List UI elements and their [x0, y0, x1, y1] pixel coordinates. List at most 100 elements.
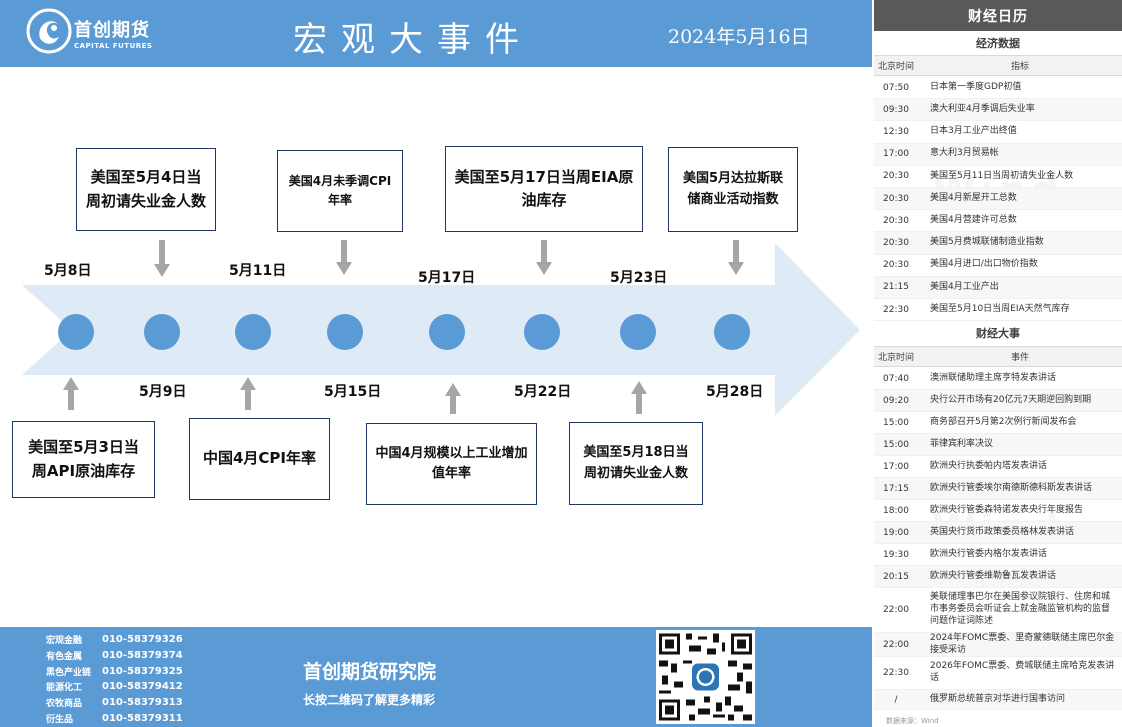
row-time: /: [894, 694, 898, 705]
header-bar: 首创期货 CAPITAL FUTURES 宏观大事件 2024年5月16日: [0, 0, 872, 67]
row-text: 美国至5月10日当周EIA天然气库存: [930, 303, 1070, 314]
date-label-top-1: 5月8日: [44, 263, 92, 279]
row-time: 20:30: [883, 171, 909, 182]
company-logo: 首创期货 CAPITAL FUTURES: [22, 6, 162, 62]
connector-arrows-bottom: [63, 377, 647, 414]
contact-phone: 010-58379313: [102, 697, 183, 709]
event-box-bottom-3: 中国4月规模以上工业增加值年率: [366, 423, 537, 505]
row-text: 澳洲联储助理主席亨特发表讲话: [930, 372, 1057, 383]
row-time: 07:40: [883, 373, 909, 384]
timeline-node: [58, 314, 94, 350]
row-time: 20:30: [883, 260, 909, 271]
contact-row: 黑色产业链 010-58379325: [46, 663, 183, 679]
row-text: 美国4月新屋开工总数: [930, 192, 1017, 203]
row-text: 美国5月费城联储制造业指数: [930, 237, 1044, 248]
date-label-bottom-4: 5月28日: [706, 384, 764, 400]
page-title: 宏观大事件: [293, 20, 533, 60]
timeline-node: [620, 314, 656, 350]
header-indicator: 指标: [1010, 62, 1029, 72]
contact-phone: 010-58379326: [102, 634, 183, 646]
contact-dept: 有色金属: [46, 652, 83, 663]
row-text: 俄罗斯总统普京对华进行国事访问: [930, 693, 1066, 704]
row-time: 21:15: [883, 282, 909, 293]
row-text: 美国4月工业产出: [930, 281, 999, 292]
event-text: 美国至5月3日当周API原油库存: [28, 438, 139, 480]
row-text: 央行公开市场有20亿元7天期逆回购到期: [930, 394, 1092, 405]
calendar-title: 财经日历: [874, 0, 1122, 31]
timeline-node: [524, 314, 560, 350]
row-time: 19:00: [883, 527, 909, 538]
timeline-node: [144, 314, 180, 350]
logo-subtitle: CAPITAL FUTURES: [74, 42, 153, 50]
contact-phone: 010-58379311: [102, 712, 183, 724]
row-time: 20:30: [883, 193, 909, 204]
event-box-top-2: 美国4月未季调CPI年率: [277, 150, 403, 232]
row-time: 09:20: [883, 395, 909, 406]
table-row: 21:15 美国4月工业产出: [874, 276, 1122, 299]
table-row: / 俄罗斯总统普京对华进行国事访问: [874, 690, 1122, 710]
table-row: 20:30 美国4月进口/出口物价指数: [874, 255, 1122, 277]
qr-code-icon[interactable]: [656, 630, 755, 724]
event-text: 美国至5月17日当周EIA原油库存: [454, 167, 634, 209]
row-text: 英国央行货币政策委员格林发表讲话: [930, 526, 1075, 537]
date-label-top-2: 5月11日: [229, 263, 287, 279]
row-text: 澳大利亚4月季调后失业率: [930, 103, 1035, 114]
row-text: 商务部召开5月第2次例行新闻发布会: [930, 416, 1077, 427]
row-text: 美国至5月11日当周初请失业金人数: [930, 170, 1074, 181]
event-text: 中国4月规模以上工业增加值年率: [375, 445, 528, 481]
row-text: 美国4月进口/出口物价指数: [930, 259, 1038, 270]
timeline-node: [714, 314, 750, 350]
contact-list: 宏观金融 010-58379326 有色金属 010-58379374 黑色产业链 0…: [46, 632, 183, 726]
row-text: 美国4月营建许可总数: [930, 214, 1017, 225]
contact-row: 宏观金融 010-58379326: [46, 632, 183, 648]
event-text: 中国4月CPI年率: [202, 449, 317, 468]
econ-table-header: 北京时间 指标: [874, 55, 1122, 76]
contact-row: 有色金属 010-58379374: [46, 648, 183, 664]
row-text: 日本第一季度GDP初值: [930, 81, 1022, 92]
row-text: 欧洲央行管委内格尔发表讲话: [930, 548, 1048, 559]
logo-name: 首创期货: [74, 20, 150, 41]
contact-phone: 010-58379374: [102, 650, 183, 662]
econ-data-section-title: 经济数据: [976, 37, 1020, 50]
page-date: 2024年5月16日: [668, 26, 810, 48]
row-time: 15:00: [883, 439, 909, 450]
date-label-top-4: 5月23日: [610, 270, 668, 286]
event-table-header: 北京时间 事件: [874, 346, 1122, 367]
row-text: 欧洲央行管委森特诺发表央行年度报告: [930, 504, 1084, 515]
date-label-top-3: 5月17日: [418, 270, 476, 286]
connector-arrows-top: [154, 240, 744, 277]
event-box-bottom-1: 美国至5月3日当周API原油库存: [12, 421, 155, 498]
row-text: 2024年FOMC票委、里奇蒙德联储主席巴尔金接受采访: [930, 632, 1115, 655]
timeline-node: [327, 314, 363, 350]
contact-dept: 黑色产业链: [46, 667, 92, 678]
institute-slogan: 长按二维码了解更多精彩: [303, 693, 436, 707]
logo-mark-icon: [26, 8, 72, 54]
table-row: 20:30 美国至5月11日当周初请失业金人数: [874, 166, 1122, 188]
event-text: 美国5月达拉斯联储商业活动指数: [682, 171, 784, 207]
timeline-arrow: [22, 240, 860, 416]
event-text: 美国至5月18日当周初请失业金人数: [583, 445, 689, 481]
row-time: 15:00: [883, 417, 909, 428]
table-row: 20:30 美国4月新屋开工总数: [874, 188, 1122, 211]
row-text: 美联储理事巴尔在美国参议院银行、住房和城市事务委员会听证会上就金融监管机构的监督…: [930, 592, 1111, 626]
contact-phone: 010-58379325: [102, 665, 183, 677]
event-box-top-3: 美国至5月17日当周EIA原油库存: [445, 146, 643, 232]
contact-dept: 宏观金融: [46, 636, 83, 647]
event-text: 美国4月未季调CPI年率: [288, 174, 392, 207]
header-time: 北京时间: [877, 353, 914, 363]
row-text: 欧洲央行管委维勒鲁瓦发表讲话: [930, 570, 1057, 581]
